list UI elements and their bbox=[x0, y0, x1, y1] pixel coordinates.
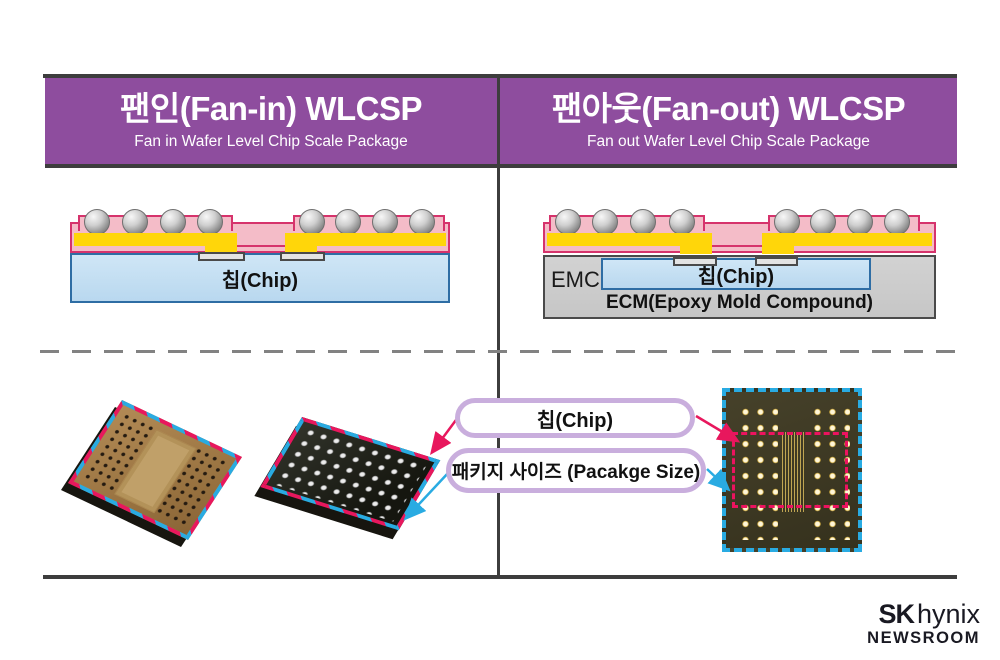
solder-ball bbox=[592, 209, 618, 235]
fan-in-chip-photo-balls bbox=[260, 417, 441, 531]
package-size-callout-pill: 패키지 사이즈 (Pacakge Size) bbox=[446, 448, 706, 493]
fan-out-title: 팬아웃(Fan-out) WLCSP bbox=[551, 90, 906, 128]
passivation-line bbox=[712, 245, 762, 247]
ball-socket-row bbox=[768, 215, 920, 231]
fan-out-chip-photo bbox=[722, 388, 862, 552]
dashed-section-divider bbox=[40, 350, 957, 353]
chip-callout-label: 칩(Chip) bbox=[536, 409, 614, 432]
metal-layer bbox=[547, 233, 712, 246]
solder-ball bbox=[555, 209, 581, 235]
fan-in-chip-label: 칩(Chip) bbox=[221, 269, 299, 292]
emc-short-label: EMC bbox=[551, 267, 600, 292]
solder-ball bbox=[160, 209, 186, 235]
ball-grid-pattern bbox=[734, 400, 778, 540]
solder-ball bbox=[335, 209, 361, 235]
center-divider bbox=[497, 74, 500, 579]
metal-via bbox=[680, 233, 712, 254]
passivation-line bbox=[237, 245, 285, 247]
chip-area-outline bbox=[732, 432, 848, 508]
solder-ball bbox=[810, 209, 836, 235]
fan-in-subtitle: Fan in Wafer Level Chip Scale Package bbox=[134, 132, 408, 150]
fan-out-subtitle: Fan out Wafer Level Chip Scale Package bbox=[587, 132, 870, 150]
solder-ball bbox=[372, 209, 398, 235]
ball-socket-row bbox=[293, 215, 445, 231]
chip-pad bbox=[673, 257, 717, 266]
brand-sk: SK bbox=[878, 599, 915, 629]
solder-ball bbox=[409, 209, 435, 235]
package-size-callout-label: 패키지 사이즈 (Pacakge Size) bbox=[451, 462, 701, 483]
metal-via bbox=[205, 233, 237, 254]
solder-ball bbox=[630, 209, 656, 235]
top-rule bbox=[43, 74, 957, 78]
solder-ball bbox=[847, 209, 873, 235]
fan-in-chip-photo-top bbox=[68, 400, 243, 540]
fan-out-chip-label: 칩(Chip) bbox=[697, 265, 775, 288]
bottom-rule bbox=[43, 575, 957, 579]
metal-layer bbox=[285, 233, 446, 246]
epoxy-mold-label: ECM(Epoxy Mold Compound) bbox=[605, 292, 874, 313]
metal-layer bbox=[762, 233, 932, 246]
solder-ball bbox=[299, 209, 325, 235]
solder-ball bbox=[884, 209, 910, 235]
chip-pad bbox=[280, 252, 325, 261]
chip-body: 칩(Chip) bbox=[70, 253, 450, 303]
chip-body: 칩(Chip) bbox=[601, 258, 871, 290]
header-fan-out: 팬아웃(Fan-out) WLCSP Fan out Wafer Level C… bbox=[500, 78, 957, 168]
solder-ball bbox=[84, 209, 110, 235]
ball-socket-row bbox=[549, 215, 705, 231]
brand-newsroom: NEWSROOM bbox=[867, 629, 980, 648]
chip-pad bbox=[198, 252, 245, 261]
solder-ball bbox=[122, 209, 148, 235]
solder-ball bbox=[669, 209, 695, 235]
chip-arrow-left bbox=[430, 419, 458, 456]
brand-hynix: hynix bbox=[916, 599, 980, 629]
ball-grid-pattern bbox=[806, 400, 850, 540]
chip-pad bbox=[755, 257, 798, 266]
solder-ball bbox=[197, 209, 223, 235]
metal-via bbox=[285, 233, 317, 254]
chip-callout-pill: 칩(Chip) bbox=[455, 398, 695, 438]
fan-in-cross-section: 칩(Chip) bbox=[70, 205, 450, 305]
metal-layer bbox=[74, 233, 237, 246]
fan-out-cross-section: 칩(Chip) EMC ECM(Epoxy Mold Compound) bbox=[543, 205, 936, 319]
header-fan-in: 팬인(Fan-in) WLCSP Fan in Wafer Level Chip… bbox=[45, 78, 497, 168]
solder-ball bbox=[774, 209, 800, 235]
fanout-trace-pattern bbox=[782, 432, 804, 512]
fan-in-title: 팬인(Fan-in) WLCSP bbox=[119, 90, 423, 128]
metal-via bbox=[762, 233, 794, 254]
ball-socket-row bbox=[78, 215, 233, 231]
